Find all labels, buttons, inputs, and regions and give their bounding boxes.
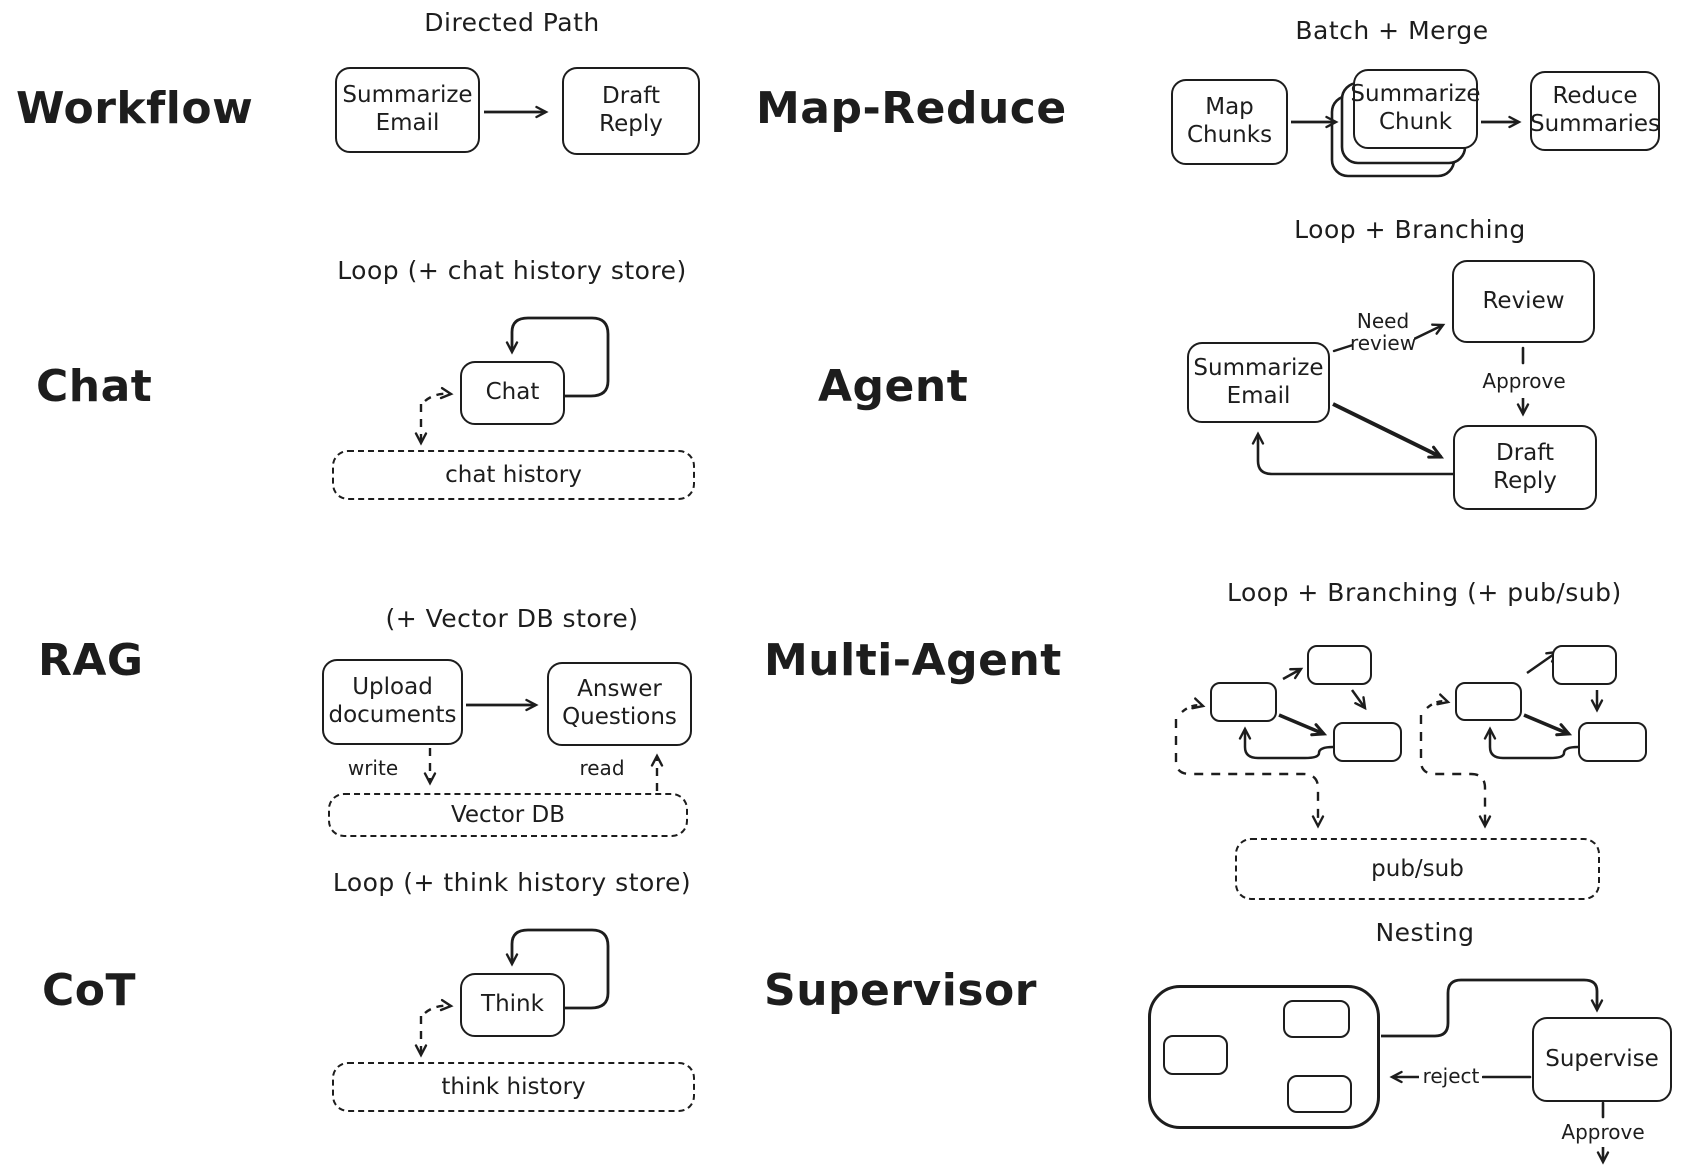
section-label-chat: Chat bbox=[36, 360, 153, 412]
section-label-cot: CoT bbox=[42, 964, 137, 1016]
agent-node-summarize-email: Summarize Email bbox=[1187, 342, 1330, 423]
section-label-workflow: Workflow bbox=[16, 82, 254, 134]
multi-agent-c2-direct-arrow bbox=[1523, 713, 1573, 737]
supervisor-inner-node-bottom bbox=[1287, 1075, 1352, 1113]
chat-node-chat: Chat bbox=[460, 361, 565, 425]
supervisor-title: Nesting bbox=[1375, 918, 1475, 947]
multi-agent-c1-node-left bbox=[1210, 682, 1277, 722]
agent-loop-back bbox=[1251, 431, 1453, 476]
cot-think-history-store: think history bbox=[332, 1062, 695, 1112]
section-label-map-reduce: Map-Reduce bbox=[756, 82, 1067, 134]
agent-node-draft-reply: Draft Reply bbox=[1453, 425, 1597, 510]
chat-title: Loop (+ chat history store) bbox=[337, 256, 687, 285]
map-reduce-node-reduce-summaries: Reduce Summaries bbox=[1530, 71, 1660, 151]
chat-self-loop bbox=[505, 316, 610, 398]
supervisor-connector-arrow bbox=[1381, 978, 1604, 1038]
supervisor-node-supervise: Supervise bbox=[1532, 1017, 1672, 1102]
supervisor-edge-label-approve: Approve bbox=[1561, 1120, 1645, 1146]
multi-agent-c1-entry-dashed-arrow bbox=[1181, 697, 1206, 713]
section-label-multi-agent: Multi-Agent bbox=[764, 634, 1062, 686]
multi-agent-c2-node-left bbox=[1455, 682, 1522, 721]
agent-node-review: Review bbox=[1452, 260, 1595, 343]
rag-node-answer-questions: Answer Questions bbox=[547, 662, 692, 746]
multi-agent-c1-arrow-top-to-bottom bbox=[1350, 689, 1367, 711]
workflow-title: Directed Path bbox=[424, 8, 600, 37]
agent-edge-label-need-review: Need review bbox=[1349, 309, 1417, 356]
rag-node-upload-documents: Upload documents bbox=[322, 659, 463, 745]
rag-title: (+ Vector DB store) bbox=[385, 604, 639, 633]
agent-title: Loop + Branching bbox=[1294, 215, 1526, 244]
multi-agent-c1-loop-back bbox=[1238, 726, 1334, 760]
map-reduce-title: Batch + Merge bbox=[1295, 16, 1489, 45]
multi-agent-c1-arrow-left-to-top bbox=[1282, 667, 1304, 681]
workflow-node-summarize-email: Summarize Email bbox=[335, 67, 480, 153]
section-label-agent: Agent bbox=[818, 360, 969, 412]
chat-entry-dashed-arrow bbox=[424, 386, 454, 402]
rag-edge-label-read: read bbox=[572, 756, 632, 782]
workflow-node-draft-reply: Draft Reply bbox=[562, 67, 700, 155]
supervisor-inner-node-left bbox=[1163, 1035, 1228, 1075]
map-reduce-node-map-chunks: Map Chunks bbox=[1171, 79, 1288, 165]
multi-agent-title: Loop + Branching (+ pub/sub) bbox=[1227, 578, 1622, 607]
multi-agent-c1-node-bottom bbox=[1333, 722, 1402, 762]
multi-agent-c2-entry-dashed-arrow bbox=[1426, 693, 1451, 709]
map-reduce-node-summarize-chunk: Summarize Chunk bbox=[1350, 69, 1481, 149]
multi-agent-c2-loop-back bbox=[1483, 726, 1579, 760]
supervisor-edge-label-reject: reject bbox=[1420, 1064, 1482, 1090]
agent-need-review-arrow bbox=[1411, 323, 1446, 342]
multi-agent-c1-node-top bbox=[1307, 645, 1372, 685]
cot-node-think: Think bbox=[460, 973, 565, 1037]
multi-agent-c2-store-dashed-arrow bbox=[1419, 715, 1492, 829]
chat-history-store: chat history bbox=[332, 450, 695, 500]
multi-agent-pub-sub-store: pub/sub bbox=[1235, 838, 1600, 900]
cot-title: Loop (+ think history store) bbox=[332, 868, 692, 897]
multi-agent-c2-node-bottom bbox=[1578, 722, 1647, 762]
multi-agent-c1-direct-arrow bbox=[1278, 713, 1328, 737]
multi-agent-c1-store-dashed-arrow bbox=[1174, 719, 1325, 829]
agent-direct-arrow bbox=[1332, 402, 1445, 459]
cot-entry-dashed-arrow bbox=[424, 998, 454, 1014]
supervisor-inner-node-top bbox=[1283, 1000, 1350, 1038]
rag-vector-db-store: Vector DB bbox=[328, 793, 688, 837]
agent-edge-label-approve: Approve bbox=[1482, 369, 1566, 395]
multi-agent-c2-node-top bbox=[1552, 645, 1617, 685]
cot-self-loop bbox=[505, 928, 610, 1010]
section-label-rag: RAG bbox=[38, 634, 144, 686]
section-label-supervisor: Supervisor bbox=[764, 964, 1037, 1016]
rag-edge-label-write: write bbox=[338, 756, 408, 782]
